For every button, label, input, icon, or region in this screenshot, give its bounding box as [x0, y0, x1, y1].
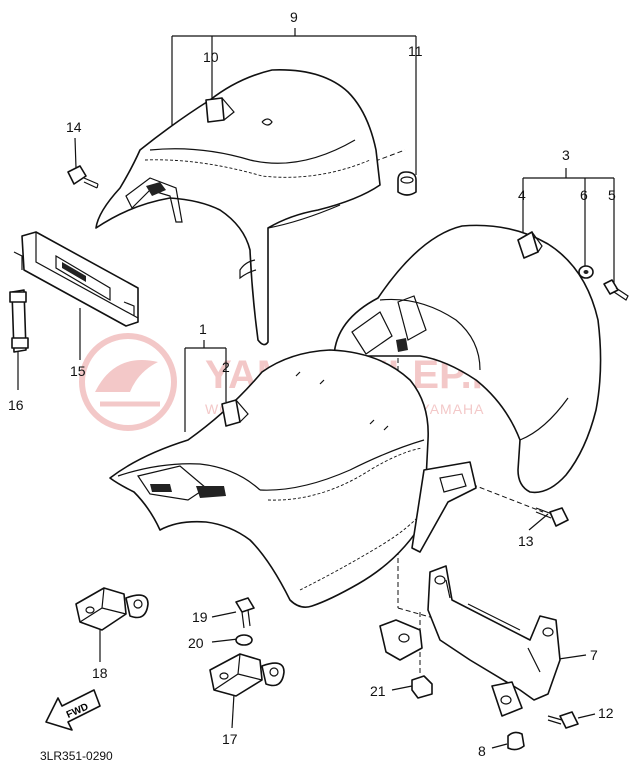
- washer-20: [235, 634, 253, 646]
- callout-7: 7: [590, 647, 598, 663]
- callout-21: 21: [370, 683, 386, 699]
- seat-bracket-7: [379, 565, 561, 717]
- callout-19: 19: [192, 609, 208, 625]
- fwd-arrow-icon: FWD: [45, 689, 101, 731]
- rear-seat-cover: [95, 69, 381, 346]
- callout-13: 13: [518, 533, 534, 549]
- bracket-15: [13, 231, 139, 327]
- washer-6: [578, 265, 594, 279]
- callout-16: 16: [8, 397, 24, 413]
- diagram-code: 3LR351-0290: [40, 749, 113, 763]
- callout-10: 10: [203, 49, 219, 65]
- damper-21: [411, 675, 433, 699]
- bolt-14: [67, 165, 99, 189]
- strap-16: [9, 289, 29, 353]
- bolt-19: [235, 597, 255, 629]
- callout-11: 11: [408, 43, 423, 59]
- main-seat: [109, 349, 477, 608]
- watermark-logo-icon: [79, 333, 177, 431]
- callout-20: 20: [188, 635, 204, 651]
- rear-cowl: [333, 224, 602, 494]
- callout-15: 15: [70, 363, 86, 379]
- bolt-12: [547, 711, 579, 729]
- bolt-13: [535, 507, 569, 527]
- seat-lock-17: [209, 653, 285, 697]
- grommet-11: [397, 171, 417, 196]
- callout-2: 2: [222, 359, 230, 375]
- callout-14: 14: [66, 119, 82, 135]
- callouts: 9 10 11 14 3 4 6 5 1 2 15 16 13 19 20 7 …: [8, 9, 616, 759]
- callout-1: 1: [199, 321, 207, 337]
- callout-3: 3: [562, 147, 570, 163]
- callout-18: 18: [92, 665, 108, 681]
- seat-lock-18: [75, 587, 149, 631]
- callout-4: 4: [518, 187, 526, 203]
- callout-5: 5: [608, 187, 616, 203]
- screw-5: [603, 279, 629, 301]
- callout-17: 17: [222, 731, 238, 747]
- callout-12: 12: [598, 705, 614, 721]
- callout-9: 9: [290, 9, 298, 25]
- callout-8: 8: [478, 743, 486, 759]
- callout-6: 6: [580, 187, 588, 203]
- nut-8: [507, 731, 525, 751]
